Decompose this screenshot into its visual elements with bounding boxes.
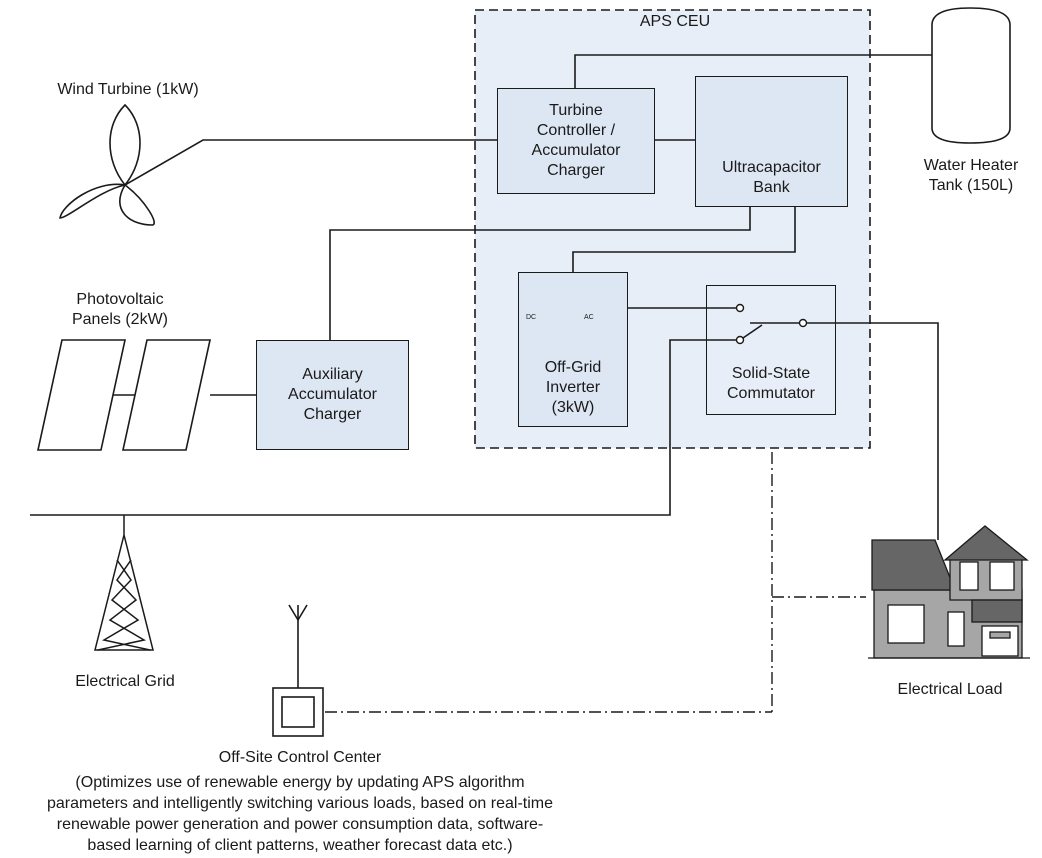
commutator-label: Solid-State Commutator: [726, 365, 816, 402]
water-heater-label: Water Heater Tank (150L): [923, 157, 1019, 194]
wire-ultracap-inverter: [572, 207, 796, 272]
ac-label: AC: [584, 314, 594, 321]
inverter-box: Off-Grid Inverter (3kW): [518, 272, 628, 427]
aux-charger-box: Auxiliary Accumulator Charger: [256, 340, 409, 450]
pv-label: Photovoltaic Panels (2kW): [71, 291, 169, 328]
load-label: Electrical Load: [897, 681, 1003, 698]
control-center-description: (Optimizes use of renewable energy by up…: [46, 774, 554, 854]
control-center-label: Off-Site Control Center: [218, 749, 382, 766]
aux-charger-label: Auxiliary Accumulator Charger: [288, 366, 377, 423]
wire-grid-commutator: [30, 339, 736, 516]
ultracapacitor-box: Ultracapacitor Bank: [695, 76, 848, 207]
grid-label: Electrical Grid: [75, 673, 175, 690]
ultracapacitor-label: Ultracapacitor Bank: [722, 159, 821, 196]
turbine-controller-label: Turbine Controller / Accumulator Charger: [531, 102, 621, 179]
wire-ultracap-aux: [329, 207, 751, 340]
wind-turbine-label: Wind Turbine (1kW): [57, 81, 199, 98]
house-icon: [868, 525, 1030, 659]
comm-lines: [325, 452, 866, 713]
ceu-title: APS CEU: [639, 13, 711, 30]
inverter-label: Off-Grid Inverter (3kW): [544, 359, 602, 416]
wire-controller-water: [574, 54, 932, 88]
water-tank-icon: [931, 7, 1011, 144]
control-center-icon: [272, 604, 324, 737]
dc-label: DC: [526, 314, 537, 321]
pv-panels-icon: [37, 339, 211, 451]
wires: [30, 54, 939, 540]
commutator-box: Solid-State Commutator: [706, 285, 836, 415]
switch-contacts: [735, 303, 808, 345]
turbine-controller-box: Turbine Controller / Accumulator Charger: [497, 88, 655, 194]
grid-tower-icon: [94, 515, 154, 651]
wind-turbine-icon: [59, 103, 155, 226]
wire-commutator-load: [806, 322, 939, 540]
switch-lever: [742, 324, 763, 339]
wire-turbine-controller: [124, 139, 497, 186]
